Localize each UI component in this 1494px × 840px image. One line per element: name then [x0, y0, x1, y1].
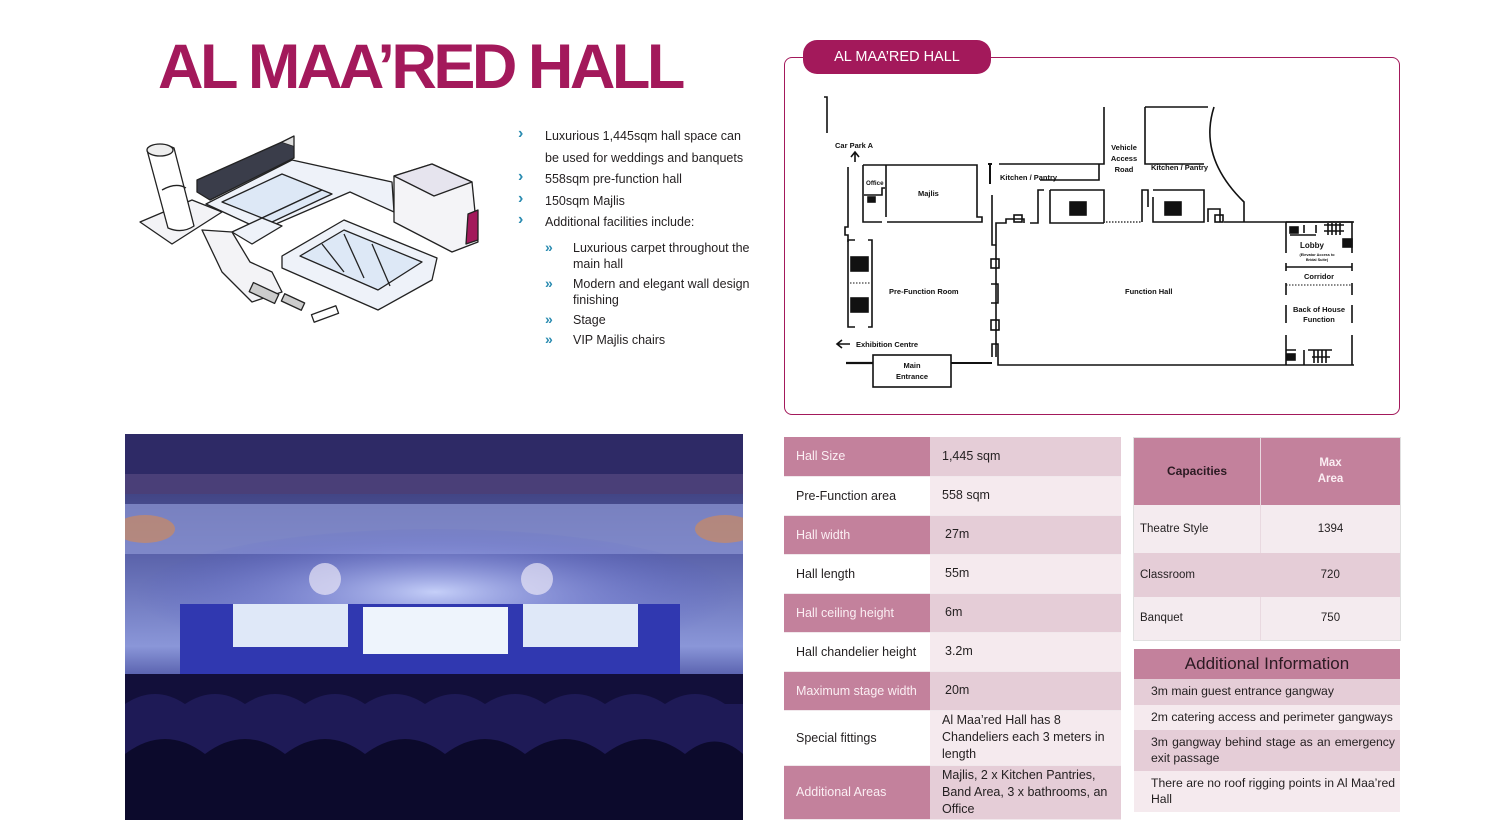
floor-plan: Car Park A Office Majlis Kitchen / Pantr…	[824, 96, 1354, 388]
svg-text:Function: Function	[1303, 315, 1335, 324]
table-row: Pre-Function area 558 sqm	[784, 476, 1121, 516]
double-chevron-icon: »	[545, 330, 553, 347]
table-row: Hall ceiling height 6m	[784, 593, 1121, 633]
info-item: 3m main guest entrance gangway	[1134, 679, 1400, 705]
label-back-of-house: Back of House	[1293, 305, 1345, 314]
svg-text:Road: Road	[1115, 165, 1134, 174]
conference-photo-illustration	[125, 434, 743, 820]
label-function-hall: Function Hall	[1125, 287, 1173, 296]
hall-photo	[125, 434, 743, 820]
double-chevron-icon: »	[545, 310, 553, 327]
arrow-left-icon	[835, 339, 850, 349]
table-row: Hall length 55m	[784, 554, 1121, 594]
hall-specs-table: Hall Size 1,445 sqm Pre-Function area 55…	[784, 437, 1121, 820]
double-chevron-icon: »	[545, 238, 553, 255]
table-row: Theatre Style 1394	[1133, 504, 1401, 553]
sub-features-list: » Luxurious carpet throughout the main h…	[518, 238, 758, 348]
chevron-right-icon: ›	[518, 168, 524, 185]
chevron-right-icon: ›	[518, 125, 524, 142]
label-kitchen-pantry-1: Kitchen / Pantry	[1000, 173, 1058, 182]
arrow-up-icon	[850, 150, 860, 162]
additional-information: Additional Information 3m main guest ent…	[1134, 649, 1400, 812]
table-row: Banquet 750	[1133, 596, 1401, 641]
building-illustration	[139, 135, 479, 323]
svg-text:(Elevator Access to: (Elevator Access to	[1299, 253, 1335, 257]
table-row: Hall chandelier height 3.2m	[784, 632, 1121, 672]
features-list: › Luxurious 1,445sqm hall space can be u…	[518, 125, 758, 352]
table-row: Special fittings Al Maa’red Hall has 8 C…	[784, 710, 1121, 766]
label-majlis: Majlis	[918, 189, 939, 198]
chevron-right-icon: ›	[518, 211, 524, 228]
label-vehicle-access-road: Vehicle	[1111, 143, 1137, 152]
label-corridor: Corridor	[1304, 272, 1334, 281]
page-title: AL MAA’RED HALL	[158, 32, 685, 102]
table-row: Classroom 720	[1133, 552, 1401, 597]
table-row: Hall Size 1,445 sqm	[784, 437, 1121, 477]
label-kitchen-pantry-2: Kitchen / Pantry	[1151, 163, 1209, 172]
sub-feature-item: » Modern and elegant wall design finishi…	[545, 274, 750, 307]
info-item: 3m gangway behind stage as an emergency …	[1134, 730, 1400, 771]
floor-plan-tab: AL MAA’RED HALL	[803, 40, 991, 74]
feature-item: › Luxurious 1,445sqm hall space can be u…	[518, 125, 744, 165]
label-car-park: Car Park A	[835, 141, 874, 150]
sub-feature-item: » Stage	[545, 310, 606, 327]
svg-text:Entrance: Entrance	[896, 372, 928, 381]
table-header-row: Capacities Max Area	[1133, 437, 1401, 505]
table-row: Hall width 27m	[784, 515, 1121, 555]
double-chevron-icon: »	[545, 274, 553, 291]
info-item: 2m catering access and perimeter gangway…	[1134, 704, 1400, 730]
label-exhibition-centre: Exhibition Centre	[856, 340, 918, 349]
sub-feature-item: » Luxurious carpet throughout the main h…	[545, 238, 750, 271]
sub-feature-item: » VIP Majlis chairs	[545, 330, 666, 347]
svg-text:Bridal Suite): Bridal Suite)	[1306, 258, 1329, 262]
chevron-right-icon: ›	[518, 189, 524, 207]
additional-information-title: Additional Information	[1134, 649, 1400, 679]
label-main-entrance: Main	[903, 361, 921, 370]
feature-item: › 558sqm pre-function hall	[518, 168, 682, 186]
capacities-table: Capacities Max Area Theatre Style 1394 C…	[1133, 437, 1401, 641]
label-pre-function-room: Pre-Function Room	[889, 287, 959, 296]
floor-plan-panel	[784, 57, 1400, 415]
feature-item: › 150sqm Majlis	[518, 189, 625, 208]
feature-item: › Additional facilities include:	[518, 211, 695, 229]
info-item: There are no roof rigging points in Al M…	[1134, 771, 1400, 812]
table-row: Additional Areas Majlis, 2 x Kitchen Pan…	[784, 765, 1121, 820]
table-row: Maximum stage width 20m	[784, 671, 1121, 711]
label-office: Office	[866, 180, 884, 187]
svg-text:Access: Access	[1111, 154, 1137, 163]
label-lobby: Lobby	[1300, 241, 1325, 250]
